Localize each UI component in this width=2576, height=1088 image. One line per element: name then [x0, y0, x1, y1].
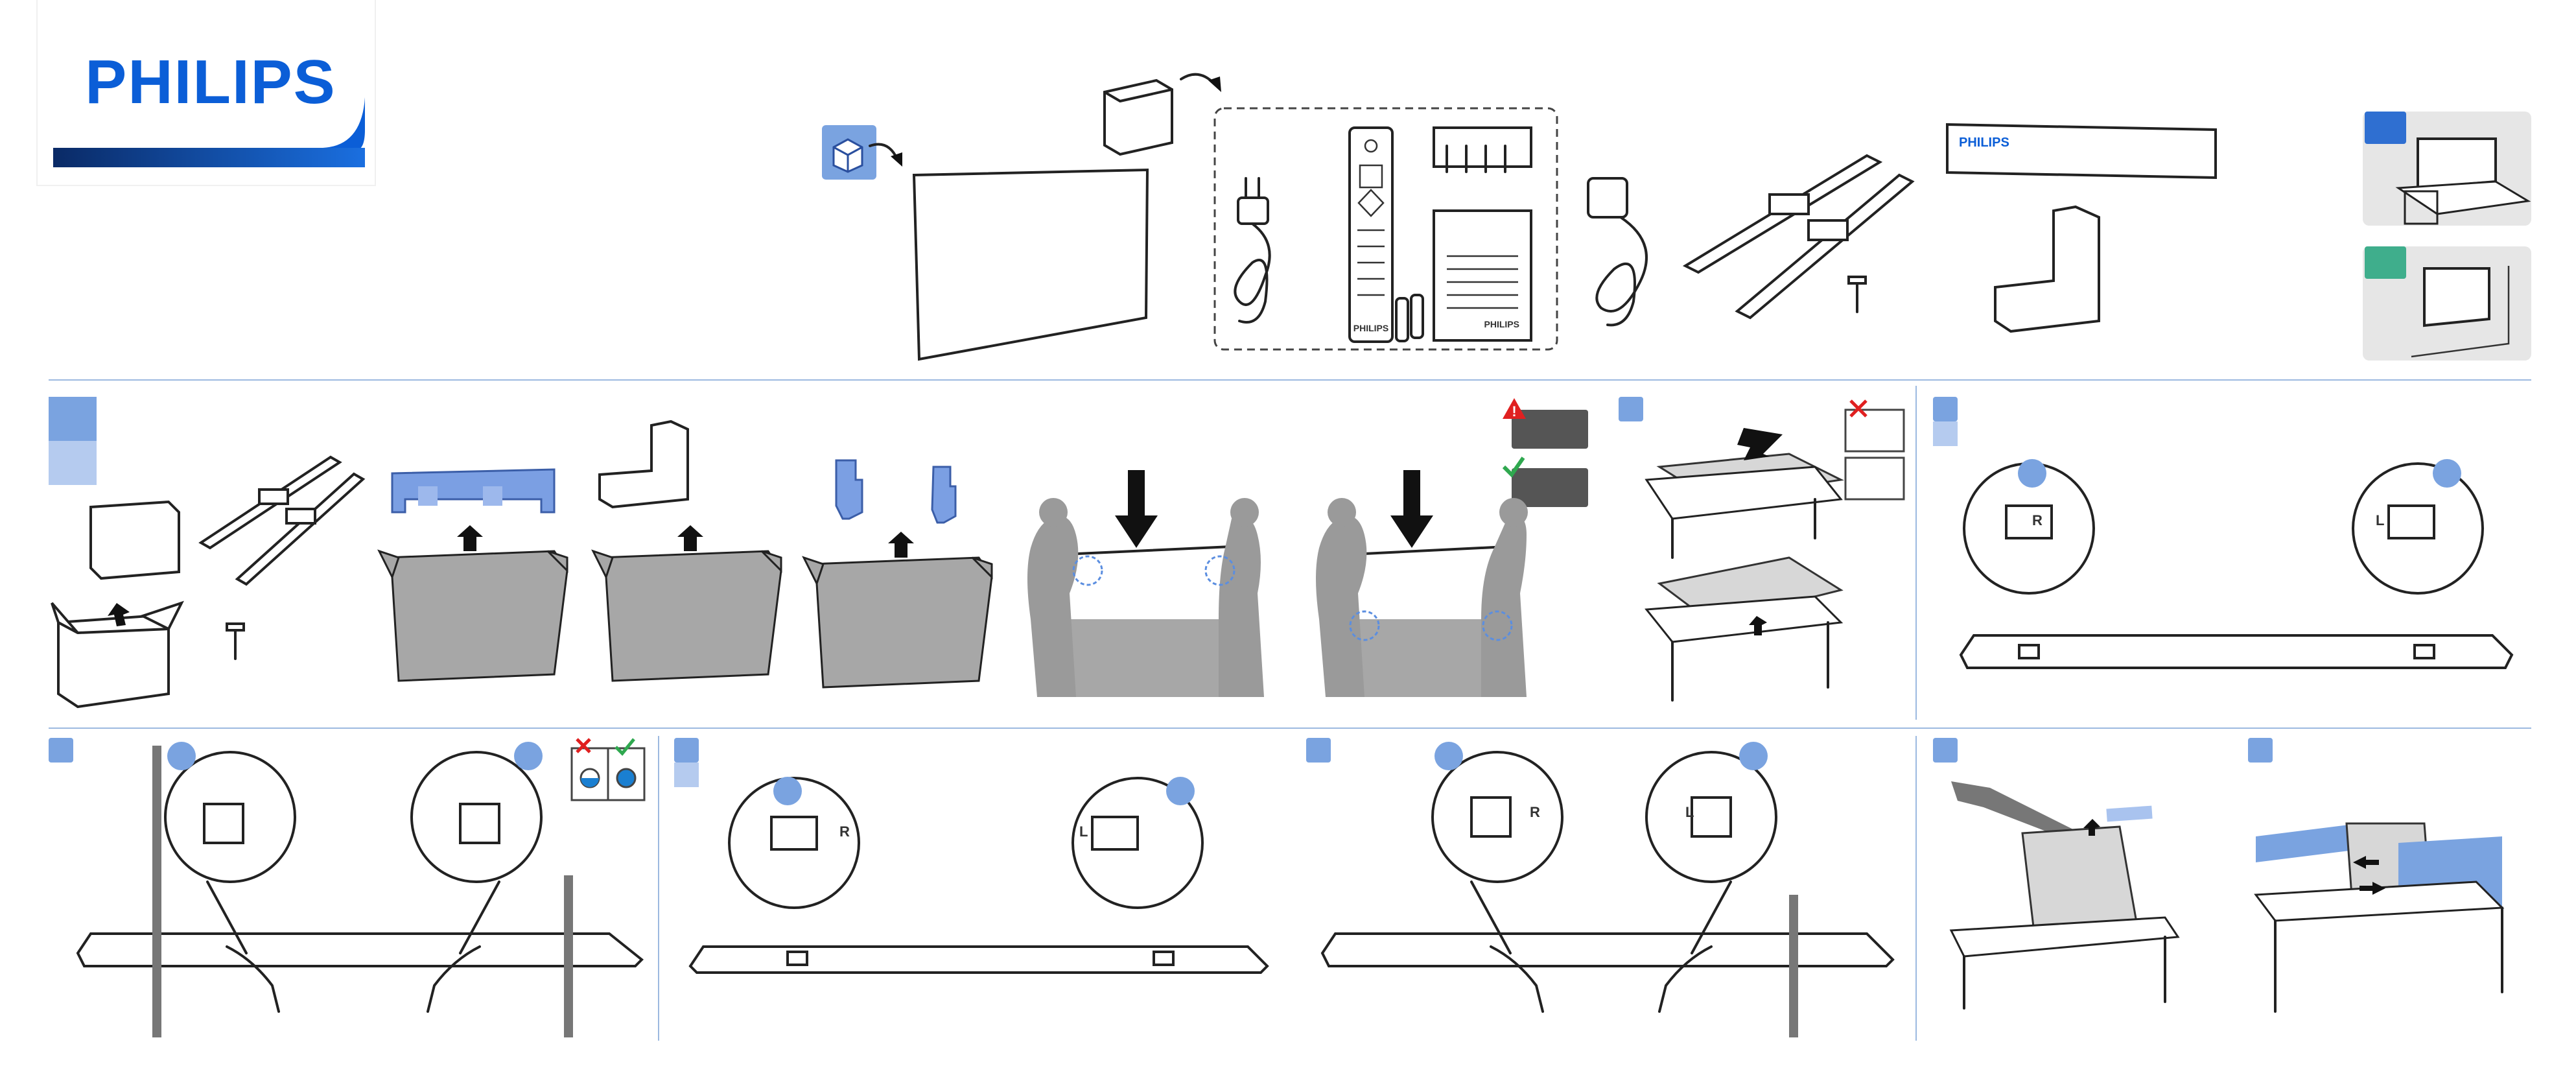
lift-tv-by-bottom — [1313, 464, 1527, 697]
foam-corner-piece — [1991, 204, 2108, 334]
remote-brand-label: PHILIPS — [1353, 323, 1388, 333]
soundbar-brand-label: PHILIPS — [1959, 136, 2009, 150]
remove-back-cover — [1951, 768, 2210, 1015]
open-box-with-parts — [52, 499, 201, 713]
step-badge-unpack — [49, 397, 97, 485]
svg-text:!: ! — [1512, 403, 1516, 420]
bracket-label-right-3: R — [1530, 804, 1540, 820]
screw-icon — [1847, 276, 1867, 314]
step-badge-attach-legs — [49, 738, 73, 763]
box-remove-foam — [379, 460, 567, 681]
lay-tv-on-table — [1646, 428, 1854, 707]
bracket-label-left-3: L — [1685, 804, 1694, 820]
divider-row3-a — [658, 736, 659, 1041]
remote-control: PHILIPS — [1350, 128, 1392, 342]
philips-logo: PHILIPS — [78, 47, 344, 118]
divider-row3-b — [1915, 736, 1917, 1041]
curved-arrow-icon — [1180, 70, 1225, 99]
philips-logo-card: PHILIPS — [38, 0, 375, 185]
step-badge-remove-cover — [1933, 738, 1958, 763]
lift-tv-out-of-box — [1024, 464, 1264, 697]
screw-card — [1434, 128, 1531, 172]
soundbar-box: PHILIPS — [1945, 123, 2223, 188]
tighten-check-icons — [570, 739, 648, 804]
accessory-box — [1102, 78, 1180, 156]
stand-legs — [1685, 156, 1912, 324]
screw-icon — [226, 622, 245, 661]
step-badge-brackets — [1933, 397, 1958, 421]
power-cable — [1235, 178, 1269, 322]
curved-arrow-icon — [869, 139, 907, 172]
tv-on-stand-icon — [2398, 136, 2528, 227]
stand-legs — [201, 457, 363, 587]
bracket-label-left-2: L — [1079, 823, 1088, 840]
bracket-label-right-2: R — [839, 823, 850, 840]
box-remove-clips — [804, 454, 992, 687]
accessories-group: PHILIPS PHILIPS — [1213, 107, 1560, 353]
divider-row2-a — [1915, 386, 1917, 720]
bracket-label-right: R — [2032, 512, 2043, 528]
tv-panel — [914, 170, 1154, 364]
attach-legs-with-screwdriver — [78, 739, 648, 1044]
manual-brand-label: PHILIPS — [1484, 319, 1519, 329]
tv-back-bracket-detail: R L — [1961, 460, 2512, 674]
divider-middle — [49, 727, 2531, 729]
step-badge-brackets-sub — [1933, 421, 1958, 446]
bracket-label-left: L — [2376, 512, 2384, 528]
warning-surface-icons — [1844, 401, 1909, 504]
user-manual: PHILIPS — [1434, 211, 1531, 340]
step-badge-slide-panels — [2248, 738, 2273, 763]
divider-top — [49, 379, 2531, 381]
screw-brackets-detail: R L — [1322, 739, 1899, 1044]
power-cable-uk — [1582, 172, 1672, 327]
slide-side-panels — [2256, 823, 2528, 1018]
box-remove-corner — [593, 415, 781, 681]
tv-on-wall-icon — [2398, 266, 2528, 363]
step-badge-wall-brackets — [674, 738, 699, 763]
batteries — [1396, 295, 1423, 341]
step-badge-lay-down — [1619, 397, 1643, 421]
tv-back-bracket-detail-2: R L — [690, 772, 1274, 986]
